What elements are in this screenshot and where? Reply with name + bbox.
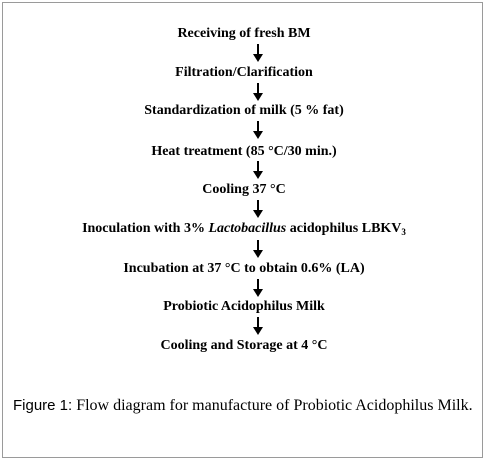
step-probiotic-milk: Probiotic Acidophilus Milk [163,299,325,314]
caption-label: Figure 1: [13,397,73,414]
arrow-down-icon [253,279,263,297]
figure-frame [2,2,483,458]
step-incubation: Incubation at 37 °C to obtain 0.6% (LA) [123,261,365,276]
step-inoculation-genus: Lactobacillus [208,221,287,236]
arrow-down-icon [253,44,263,62]
step-inoculation-subscript: 3 [401,227,406,237]
arrow-down-icon [253,161,263,179]
step-cooling-storage: Cooling and Storage at 4 °C [160,338,328,353]
arrow-down-icon [253,121,263,139]
arrow-down-icon [253,83,263,101]
figure-caption: Figure 1: Flow diagram for manufacture o… [13,395,475,417]
step-inoculation-post: acidophilus LBKV [286,221,402,236]
step-cooling: Cooling 37 °C [202,182,286,197]
caption-text: Flow diagram for manufacture of Probioti… [72,397,473,414]
arrow-down-icon [253,200,263,218]
step-standardization: Standardization of milk (5 % fat) [144,103,344,118]
step-inoculation-pre: Inoculation with 3% [82,221,209,236]
step-heat-treatment: Heat treatment (85 °C/30 min.) [151,144,337,159]
step-inoculation: Inoculation with 3% Lactobacillus acidop… [0,221,488,237]
step-receiving: Receiving of fresh BM [177,26,311,41]
step-filtration: Filtration/Clarification [175,65,313,80]
arrow-down-icon [253,317,263,335]
arrow-down-icon [253,240,263,258]
